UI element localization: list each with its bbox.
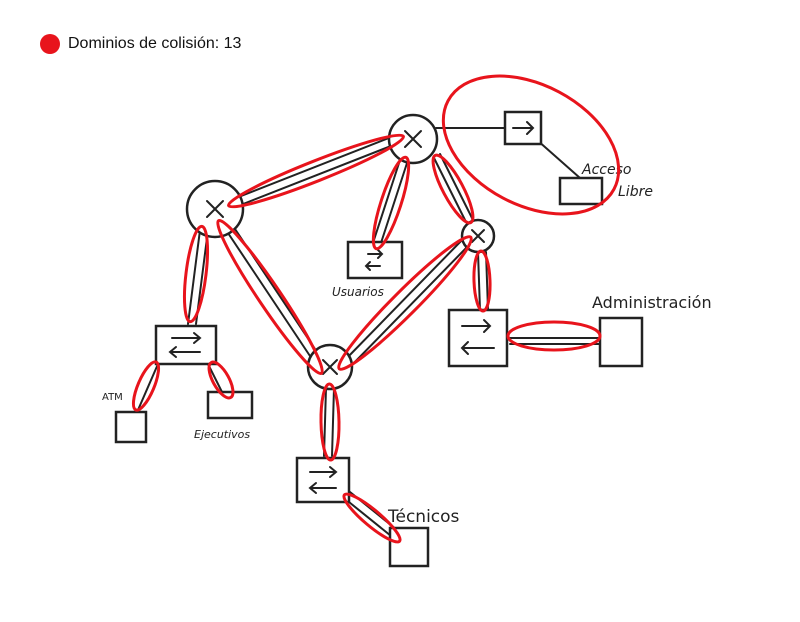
label-atm: ATM: [102, 392, 123, 403]
legend-count: 13: [223, 35, 242, 52]
switch-acceso-libre: [503, 110, 543, 146]
collision-domain-router-top-usuarios: [371, 155, 411, 251]
collision-domain-router-center-tecnicos-switch: [319, 382, 341, 462]
host-acceso-libre: [558, 176, 604, 206]
host-atm: [114, 410, 148, 444]
collision-domain-router-left-switch-atm: [182, 224, 210, 324]
label-ejecutivos: Ejecutivos: [194, 428, 250, 441]
collision-domain-router-left-router-center: [216, 218, 324, 376]
switch-atm-ejecutivos: [154, 324, 218, 366]
switch-tecnicos: [295, 456, 351, 504]
collision-domain-ejecutivos: [207, 360, 235, 400]
legend: Dominios de colisión: 13: [40, 34, 241, 54]
legend-label: Dominios de colisión:: [68, 35, 220, 52]
collision-domains: [131, 74, 621, 544]
label-tecnicos: Técnicos: [387, 507, 460, 527]
label-acceso: Acceso: [581, 162, 631, 178]
switch-administracion: [447, 308, 509, 368]
collision-domain-router-left-router-top: [227, 133, 405, 209]
label-libre: Libre: [618, 184, 653, 200]
legend-dot-icon: [40, 34, 60, 54]
collision-domain-router-right-administracion: [472, 249, 492, 313]
collision-domain-router-center-router-right: [337, 235, 473, 371]
collision-domain-router-top-router-right: [431, 153, 475, 225]
legend-text: Dominios de colisión: 13: [68, 35, 241, 53]
collision-domain-atm: [131, 360, 161, 412]
collision-domain-switch-administracion-host: [506, 320, 602, 352]
router-top: [387, 113, 439, 165]
collision-domain-tecnicos: [342, 492, 402, 544]
host-ejecutivos: [206, 390, 254, 420]
collision-domain-acceso-libre: [441, 74, 621, 216]
host-tecnicos: [388, 526, 430, 568]
host-administracion: [598, 316, 644, 368]
label-usuarios: Usuarios: [332, 285, 384, 299]
router-left: [185, 179, 245, 239]
label-administracion: Administración: [592, 293, 712, 312]
